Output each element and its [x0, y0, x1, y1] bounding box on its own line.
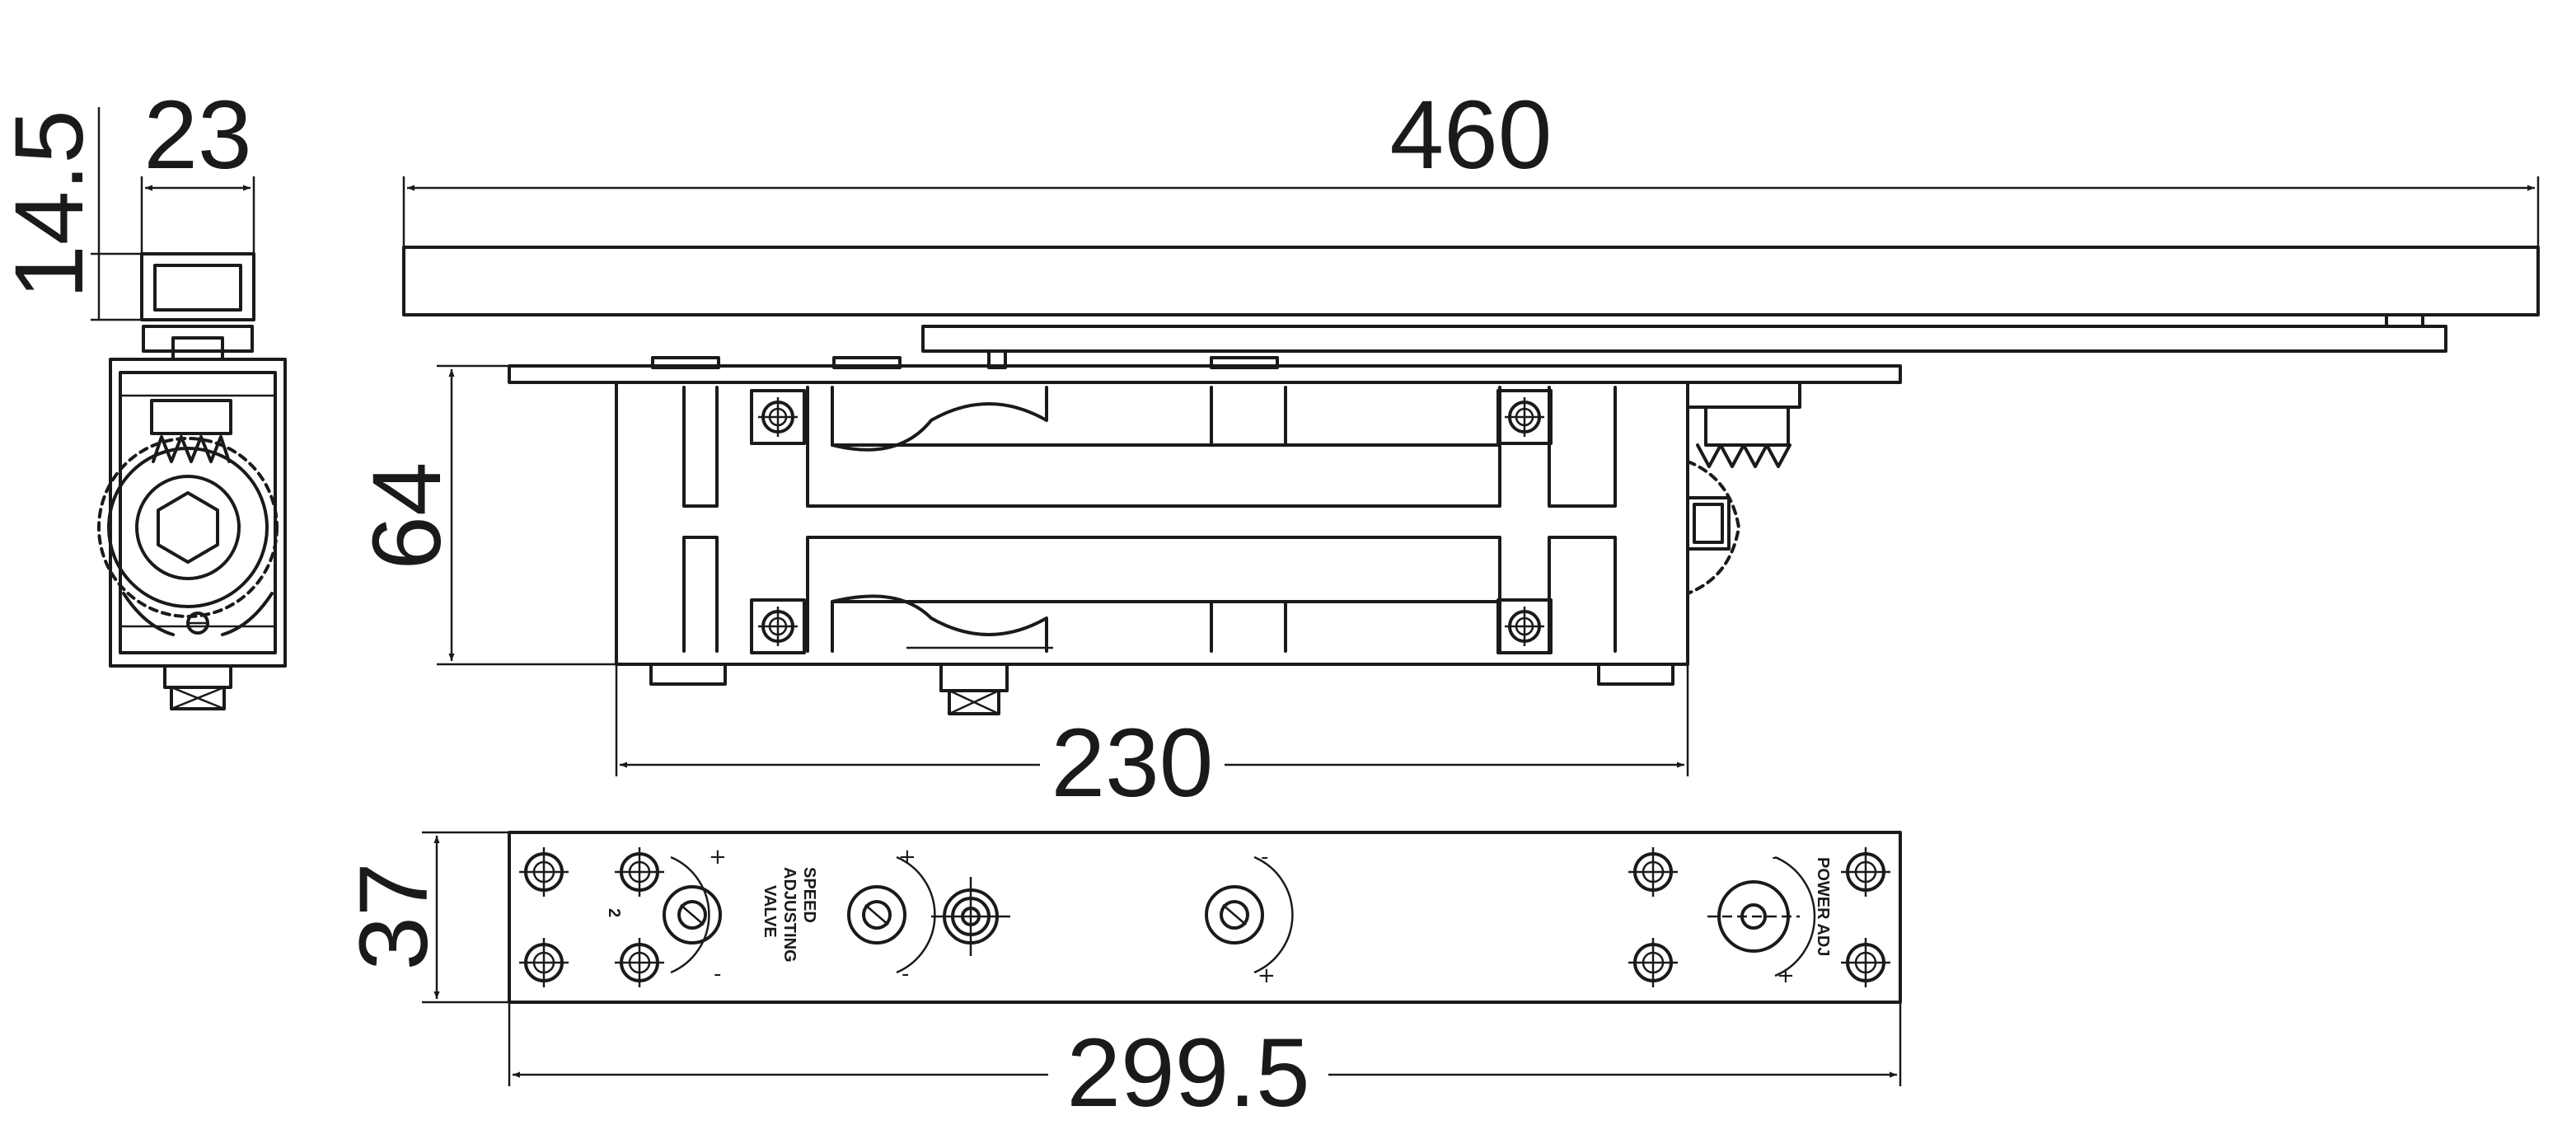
minus-symbol: - [1772, 845, 1779, 869]
dim-end-width: 23 [143, 81, 251, 190]
dim-end-height: 14.5 [0, 110, 104, 299]
dimension-lines [91, 107, 2540, 1086]
front-screw [1496, 598, 1553, 654]
front-screw [750, 598, 806, 654]
plus-symbol: + [709, 845, 727, 869]
speed-label-line3: VALVE [761, 885, 779, 938]
front-screw [1496, 389, 1553, 445]
dim-plate-height: 37 [340, 862, 448, 970]
plate-screw [1841, 847, 1890, 897]
speed-valve-1 [847, 855, 936, 974]
dim-body-height: 64 [353, 462, 461, 570]
dimension-labels: 460 23 14.5 64 230 37 299.5 [0, 81, 1552, 1127]
dim-body-length: 230 [1051, 709, 1214, 818]
minus-symbol: - [714, 962, 721, 987]
center-pin [931, 877, 1010, 956]
plate-screw [615, 938, 664, 987]
plate-screw [1841, 938, 1890, 987]
speed-label-line1: SPEED [800, 867, 818, 923]
plate-screw [615, 847, 664, 897]
valve-number-label: 2 [605, 908, 623, 917]
dim-arm-length: 460 [1390, 81, 1553, 190]
plus-symbol: + [1777, 963, 1795, 988]
plate-screw [519, 938, 569, 987]
bottom-plate-view: 2 SPEED ADJUSTING VALVE [508, 831, 1902, 1004]
minus-symbol: - [1261, 845, 1268, 869]
plate-screw [1628, 938, 1678, 987]
front-screw [750, 389, 806, 445]
end-view [97, 252, 287, 710]
plus-symbol: + [898, 845, 916, 869]
front-view [402, 246, 2540, 715]
minus-symbol: - [902, 962, 909, 987]
dim-plate-length: 299.5 [1066, 1019, 1309, 1127]
plate-screw [519, 847, 569, 897]
plus-symbol: + [1258, 963, 1276, 988]
power-adj-label: POWER ADJ [1814, 857, 1832, 956]
speed-valve-2 [663, 855, 722, 974]
power-adjust [1707, 855, 1816, 977]
plate-screw [1628, 847, 1678, 897]
speed-label-line2: ADJUSTING [780, 867, 799, 963]
speed-adjusting-valve-label: SPEED ADJUSTING VALVE [761, 867, 818, 963]
speed-valve-3 [1205, 855, 1294, 974]
